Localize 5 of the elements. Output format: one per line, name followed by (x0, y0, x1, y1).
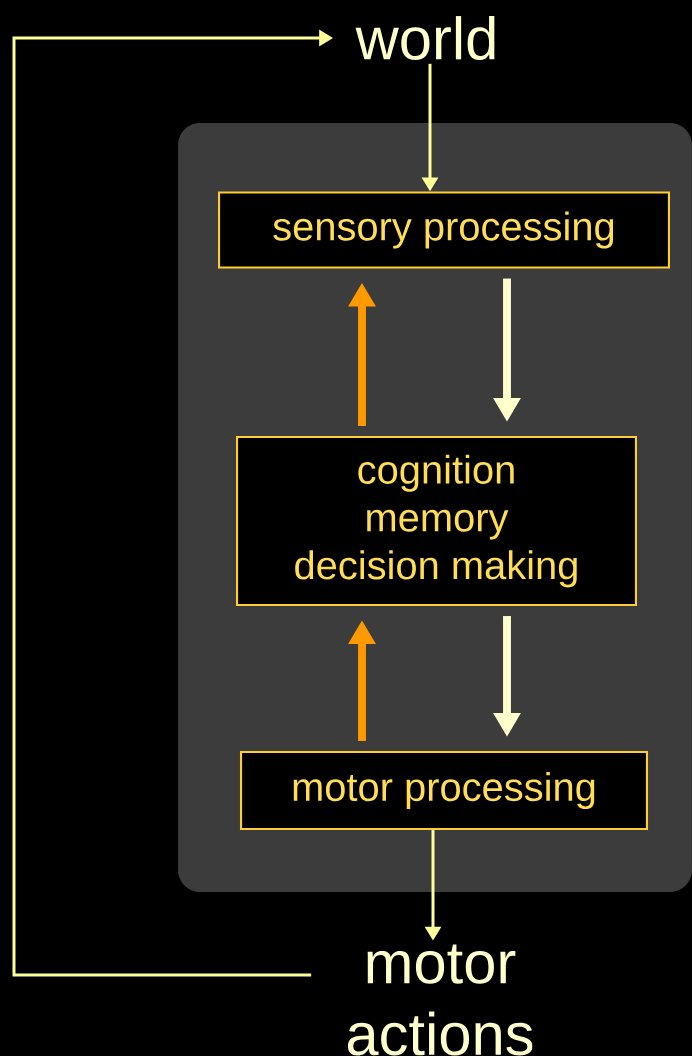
process-box: sensory processing (218, 191, 670, 269)
label-text: world (355, 16, 495, 60)
process-box: cognition memory decision making (236, 435, 637, 607)
process-box: motor processing (240, 750, 648, 831)
label-text: motor actions (347, 944, 533, 1056)
